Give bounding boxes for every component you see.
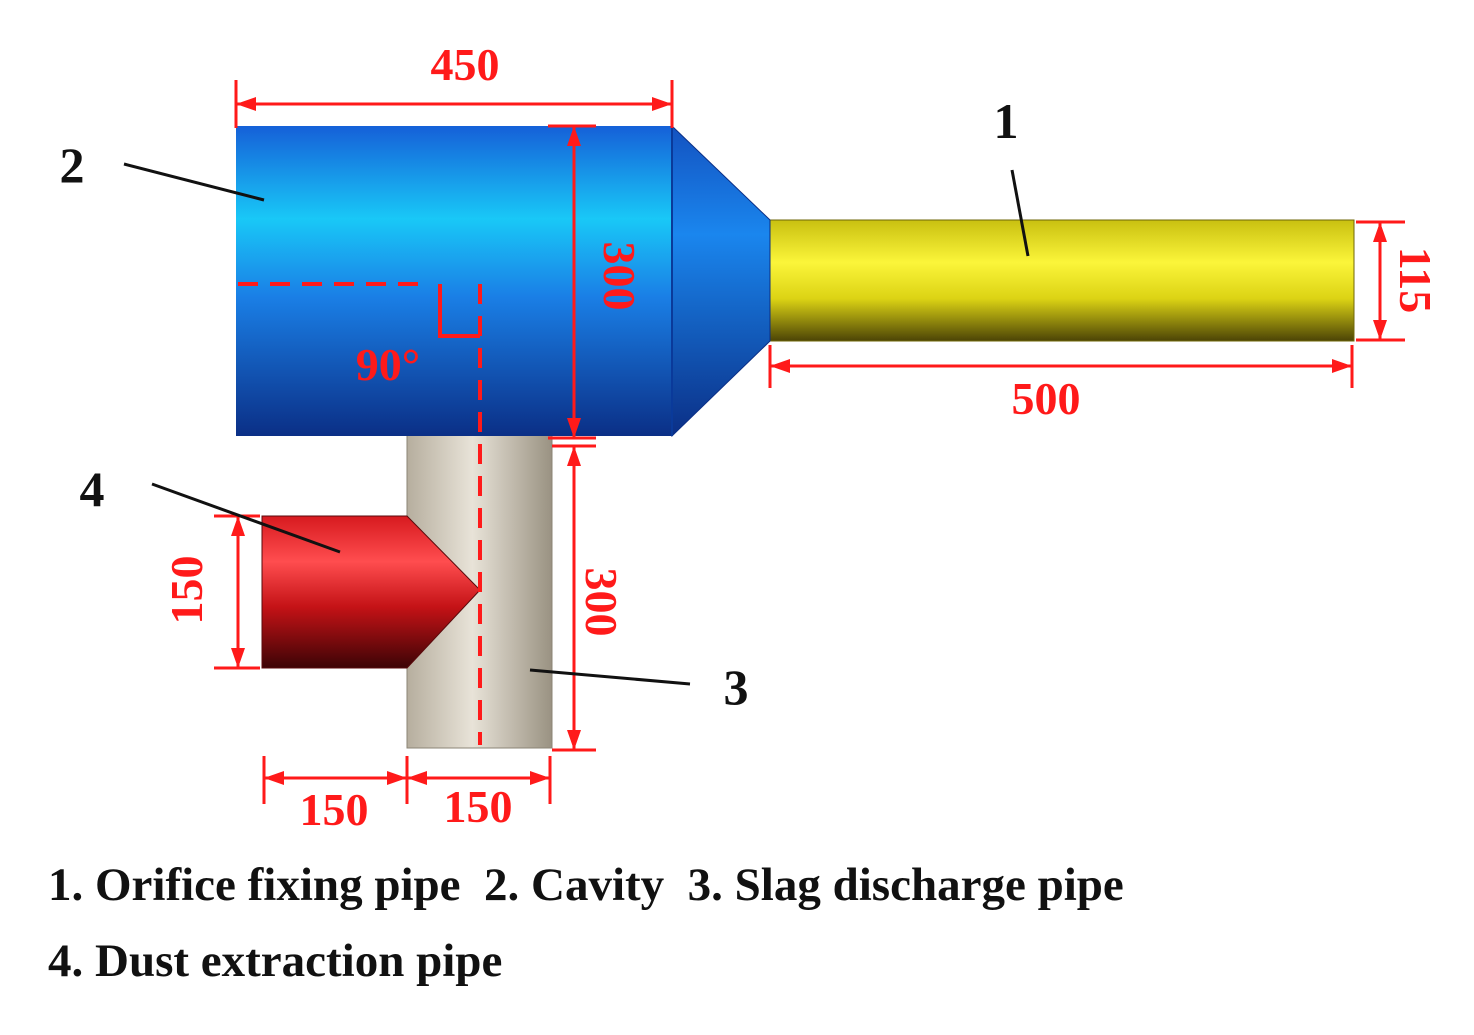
dim-orifice-diameter: 115 bbox=[1390, 247, 1441, 313]
legend-line-2: 4. Dust extraction pipe bbox=[48, 935, 503, 987]
dim-slag-length: 300 bbox=[576, 568, 627, 637]
dust-extraction-pipe bbox=[261, 515, 481, 669]
centerlines bbox=[238, 282, 482, 745]
dim-angle: 90° bbox=[356, 339, 420, 390]
leader-lines bbox=[123, 162, 1030, 686]
callout-2: 2 bbox=[60, 137, 85, 193]
cavity-cone bbox=[671, 124, 771, 438]
callout-3: 3 bbox=[724, 659, 749, 715]
right-angle-mark bbox=[438, 284, 480, 338]
cavity-body bbox=[236, 126, 672, 436]
leader-1 bbox=[1010, 169, 1030, 257]
leader-3 bbox=[529, 668, 691, 686]
dim-dust-length: 150 bbox=[300, 784, 369, 835]
callout-1: 1 bbox=[994, 93, 1019, 149]
dim-slag-width: 150 bbox=[444, 781, 513, 832]
leader-4 bbox=[151, 482, 341, 554]
leader-2 bbox=[123, 162, 265, 202]
callout-4: 4 bbox=[80, 461, 105, 517]
dim-cavity-length: 450 bbox=[431, 39, 500, 90]
pipe-assembly-diagram: 450 300 115 500 300 150 150 150 90° 1 2 … bbox=[60, 39, 1442, 835]
dim-dust-diameter: 150 bbox=[161, 556, 212, 625]
dim-cavity-diameter: 300 bbox=[594, 242, 645, 311]
legend-line-1: 1. Orifice fixing pipe 2. Cavity 3. Slag… bbox=[48, 859, 1124, 911]
orifice-fixing-pipe bbox=[769, 219, 1355, 342]
dim-orifice-length: 500 bbox=[1012, 373, 1081, 424]
